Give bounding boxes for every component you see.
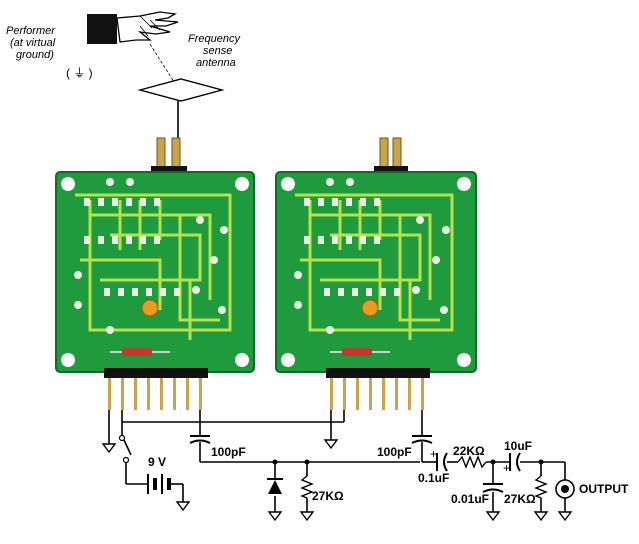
cap-100pf-left-label: 100pF xyxy=(211,445,246,459)
output-label: OUTPUT xyxy=(579,482,629,496)
plus-0-1uf: + xyxy=(430,447,437,461)
battery-icon xyxy=(147,474,171,494)
res-27k-left-label: 27KΩ xyxy=(312,489,344,503)
antenna-label-2: sense xyxy=(203,45,232,57)
hand-icon xyxy=(87,11,179,44)
res-27k-right-label: 27KΩ xyxy=(504,492,536,506)
pcb-right xyxy=(275,137,477,410)
cap-100pf-right-label: 100pF xyxy=(377,445,412,459)
antenna-plate xyxy=(137,78,225,102)
antenna-label-1: Frequency xyxy=(188,33,241,45)
output-jack-icon xyxy=(555,479,575,499)
coupling-line xyxy=(149,43,175,83)
junction-dots xyxy=(272,459,544,465)
wiring xyxy=(108,410,566,512)
battery-label: 9 V xyxy=(148,455,166,469)
antenna-label-3: antenna xyxy=(196,57,236,69)
performer-label-2: (at virtual xyxy=(10,37,56,49)
performer-label-1: Performer xyxy=(6,25,56,37)
ground-icon xyxy=(101,439,573,522)
cap-0-1uf-label: 0.1uF xyxy=(418,471,449,485)
virtual-ground-label: ( ⏚ ) xyxy=(66,66,93,80)
pcb-left xyxy=(55,137,255,410)
diode-icon xyxy=(267,478,283,494)
capacitor-icon xyxy=(436,452,521,493)
resistor-icon xyxy=(300,455,548,499)
res-22k-label: 22KΩ xyxy=(453,444,485,458)
plus-10uf: + xyxy=(503,461,510,475)
cap-10uf-label: 10uF xyxy=(504,439,532,453)
performer-label-3: ground) xyxy=(16,49,54,61)
cap-0-01uf-label: 0.01uF xyxy=(451,492,489,506)
